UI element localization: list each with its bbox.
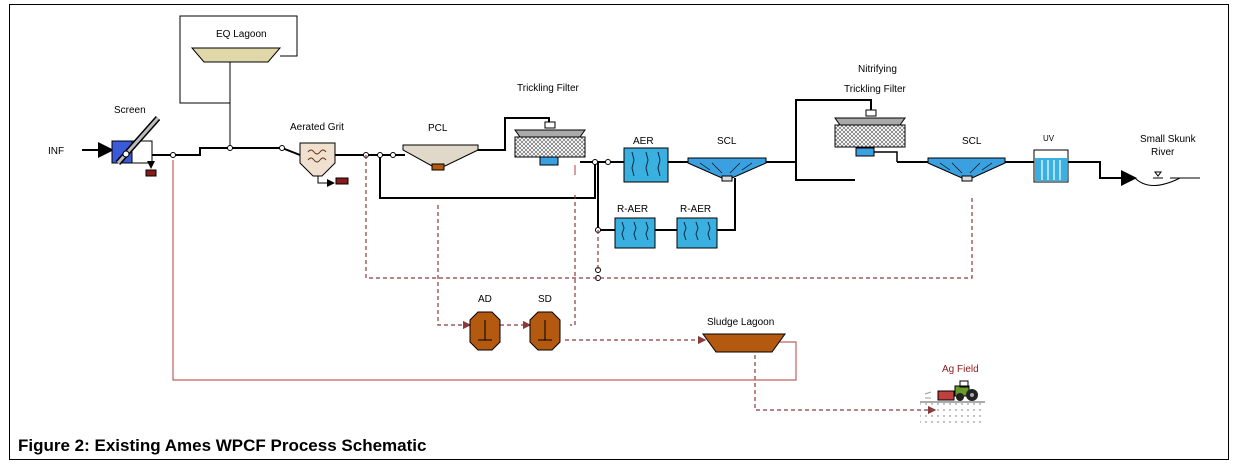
scl-1-label: SCL xyxy=(717,136,737,147)
scl-clarifier-1 xyxy=(687,157,767,182)
river-label-2: River xyxy=(1151,147,1175,158)
uv-disinfection xyxy=(1033,149,1069,183)
aerated-grit-tank xyxy=(299,142,349,187)
sludge-lines xyxy=(365,155,973,415)
figure-frame xyxy=(9,4,1229,460)
screen-unit xyxy=(111,116,161,177)
inf-label: INF xyxy=(48,146,64,157)
trickling-filter-label: Trickling Filter xyxy=(517,83,580,94)
sd-digester xyxy=(529,311,561,351)
nitrifying-label-2: Trickling Filter xyxy=(844,84,907,95)
junction-dots xyxy=(170,145,611,281)
eq-lagoon xyxy=(190,47,282,63)
sludge-lagoon xyxy=(702,333,786,353)
ag-field-label: Ag Field xyxy=(942,364,979,375)
screen-label: Screen xyxy=(114,105,146,116)
r-aer-1-label: R-AER xyxy=(617,204,648,215)
r-aer-basin-1 xyxy=(614,217,656,249)
r-aer-basin-2 xyxy=(676,217,718,249)
sludge-lagoon-label: Sludge Lagoon xyxy=(707,317,774,328)
trickling-filter xyxy=(514,121,586,166)
r-aer-2-label: R-AER xyxy=(680,204,711,215)
aer-label: AER xyxy=(633,136,654,147)
aer-basin xyxy=(623,147,669,183)
pcl-clarifier xyxy=(402,144,479,171)
uv-label: UV xyxy=(1043,134,1055,143)
ad-digester xyxy=(469,311,501,351)
nitrifying-label-1: Nitrifying xyxy=(858,64,897,75)
eq-lagoon-label: EQ Lagoon xyxy=(216,29,267,40)
ad-label: AD xyxy=(478,294,492,305)
aerated-grit-label: Aerated Grit xyxy=(290,122,344,133)
sd-label: SD xyxy=(538,294,552,305)
scl-clarifier-2 xyxy=(927,157,1006,182)
scl-2-label: SCL xyxy=(962,136,982,147)
ag-field xyxy=(920,380,985,424)
small-skunk-river xyxy=(1134,171,1200,186)
return-lines xyxy=(172,160,797,381)
river-label-1: Small Skunk xyxy=(1140,134,1197,145)
pcl-label: PCL xyxy=(428,123,448,134)
nitrifying-trickling-filter xyxy=(834,109,906,162)
figure-caption: Figure 2: Existing Ames WPCF Process Sch… xyxy=(18,436,427,455)
